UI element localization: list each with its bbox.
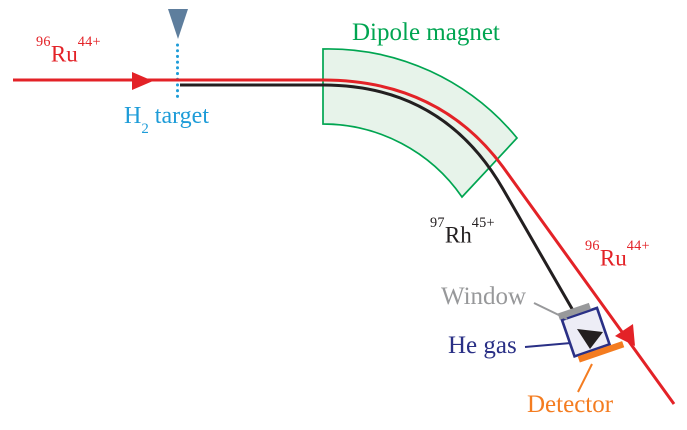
product-label: 97Rh45+ (430, 215, 495, 248)
window-leader-line (533, 302, 568, 320)
beam-rh-path (180, 83, 588, 334)
product-mass: 97 (430, 214, 445, 231)
detector-bar (577, 341, 625, 363)
beam-ru-in-arrowhead (132, 72, 153, 90)
dipole-magnet-sector (322, 48, 519, 199)
he-gas-chamber-group (557, 302, 625, 363)
beam-rh-arrowhead (577, 329, 603, 349)
he-gas-label: He gas (448, 332, 517, 359)
beam-in-element: Ru (50, 41, 78, 67)
beam-out-label: 96Ru44+ (585, 238, 650, 271)
target-element: H (124, 103, 142, 129)
beam-in-mass: 96 (36, 33, 51, 50)
h2-target-label: H2 target (124, 103, 209, 136)
detector-leader-line (577, 363, 593, 393)
window-bar (557, 302, 591, 320)
window-label: Window (441, 283, 527, 310)
product-element: Rh (444, 222, 472, 248)
beam-in-label: 96Ru44+ (36, 34, 101, 67)
detector-label: Detector (527, 391, 614, 418)
target-subscript: 2 (141, 120, 149, 137)
beam-in-charge: 44+ (77, 33, 101, 50)
target-rest: target (148, 103, 209, 129)
dipole-magnet-label: Dipole magnet (352, 19, 500, 46)
beam-ru-path (13, 78, 676, 405)
beam-out-element: Ru (599, 245, 627, 271)
gas-jet-nozzle-icon (168, 9, 188, 39)
product-charge: 45+ (471, 214, 495, 231)
beam-ru-out-arrowhead (615, 324, 635, 346)
he-gas-leader-line (524, 342, 572, 348)
beam-out-mass: 96 (585, 237, 600, 254)
beam-out-charge: 44+ (626, 237, 650, 254)
